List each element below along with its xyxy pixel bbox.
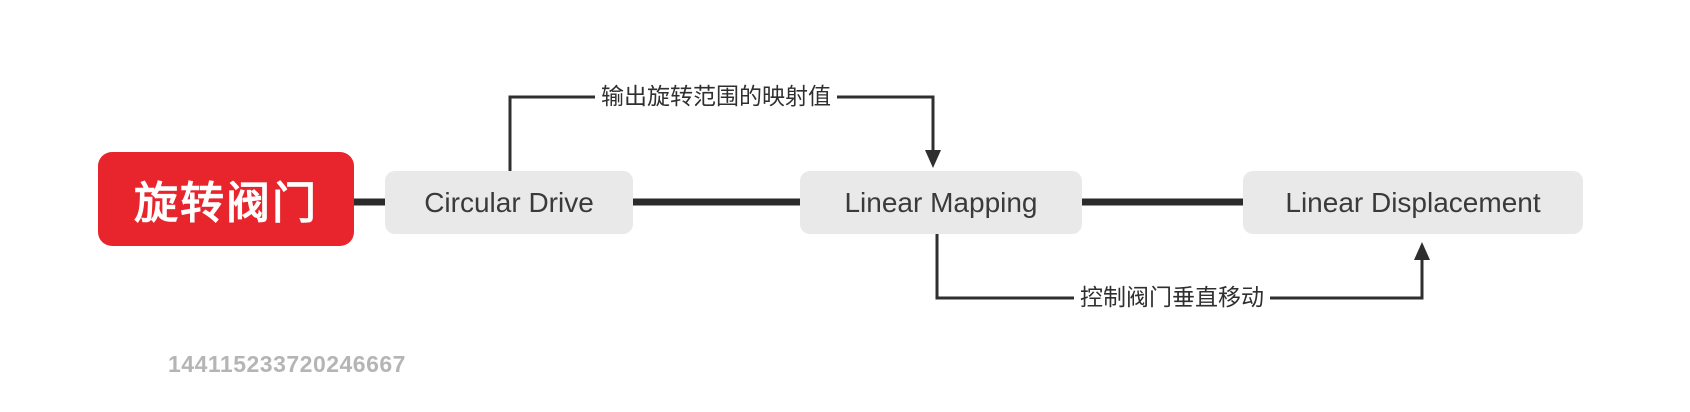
node-root-label: 旋转阀门 bbox=[134, 179, 318, 228]
node-linear-mapping-label: Linear Mapping bbox=[844, 186, 1038, 218]
arrowhead-up-icon bbox=[1414, 242, 1430, 260]
node-circular-drive-label: Circular Drive bbox=[424, 186, 594, 218]
route-label-bottom[interactable]: 控制阀门垂直移动 bbox=[1074, 284, 1270, 312]
route-label-top[interactable]: 输出旋转范围的映射值 bbox=[595, 83, 837, 111]
watermark-id: 144115233720246667 bbox=[168, 351, 406, 377]
node-linear-displacement[interactable]: Linear Displacement bbox=[1243, 171, 1583, 234]
node-root-rotary-valve[interactable]: 旋转阀门 bbox=[98, 152, 354, 246]
arrowhead-down-icon bbox=[925, 150, 941, 168]
node-linear-mapping[interactable]: Linear Mapping bbox=[800, 171, 1082, 234]
node-circular-drive[interactable]: Circular Drive bbox=[385, 171, 633, 234]
node-linear-displacement-label: Linear Displacement bbox=[1285, 186, 1541, 218]
